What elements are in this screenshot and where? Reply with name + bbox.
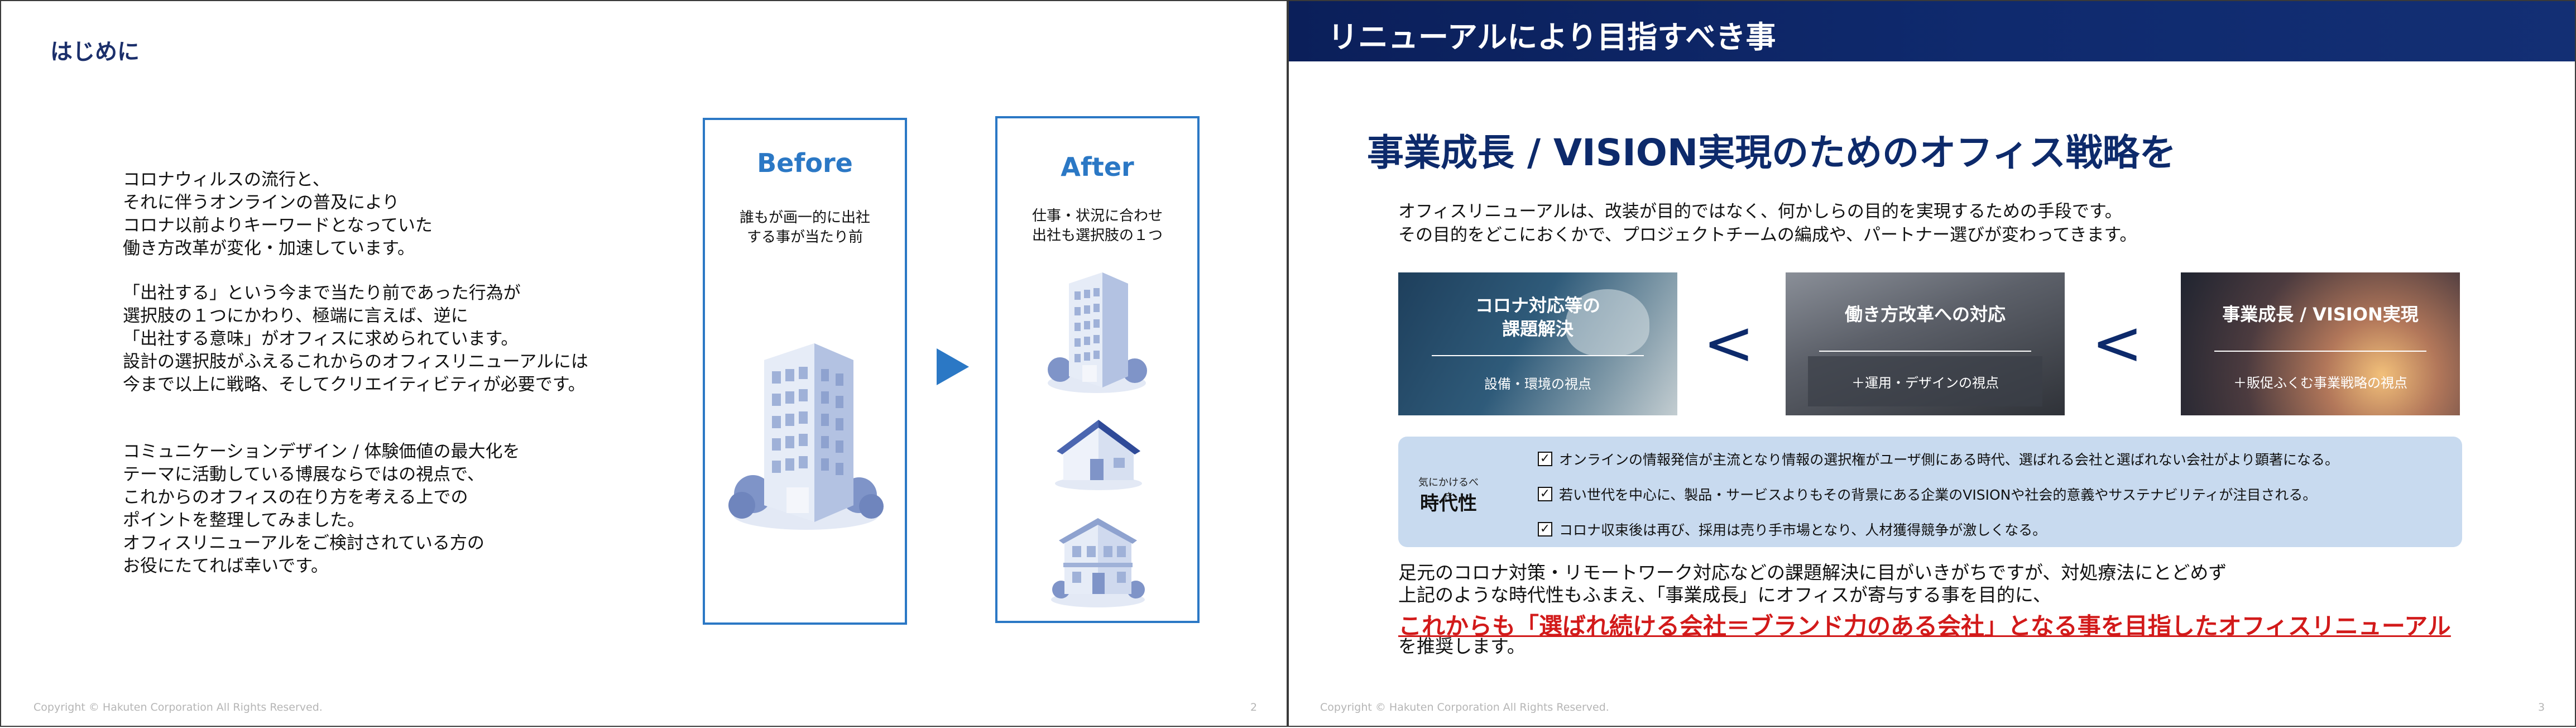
trend-item-text: オンラインの情報発信が主流となり情報の選択権がユーザ側にある時代、選ばれる会社と…	[1559, 452, 2339, 468]
card-title: 事業成長 / VISION実現	[2222, 304, 2419, 325]
after-panel: After 仕事・状況に合わせ 出社も選択肢の１つ	[995, 116, 1200, 623]
intro-paragraph-3: コミュニケーションデザイン / 体験価値の最大化を テーマに活動している博展なら…	[123, 442, 520, 576]
office-workers-photo-icon	[1808, 356, 2042, 406]
page-number: 2	[1250, 701, 1258, 713]
trend-item: ✓ 若い世代を中心に、製品・サービスよりもその背景にある企業のVISIONや社会…	[1538, 484, 2316, 504]
emphasis-statement: これからも「選ばれ続ける会社＝ブランド力のある会社」となる事を目指したオフィスリ…	[1398, 612, 2451, 640]
less-than-symbol-2: <	[2091, 307, 2143, 379]
card-work-style: 働き方改革への対応 ＋運用・デザインの視点	[1786, 272, 2065, 415]
trend-item: ✓ オンラインの情報発信が主流となり情報の選択権がユーザ側にある時代、選ばれる会…	[1538, 449, 2339, 469]
conclusion-line-2: 上記のような時代性もふまえ、「事業成長」にオフィスが寄与する事を目的に、	[1398, 584, 2051, 606]
card-subtitle: 設備・環境の視点	[1484, 376, 1591, 392]
card-title: コロナ対応等の 課題解決	[1475, 295, 1600, 339]
main-heading: 事業成長 / VISION実現のためのオフィス戦略を	[1367, 131, 2176, 174]
slide-renewal-goals: リニューアルにより目指すべき事 事業成長 / VISION実現のためのオフィス戦…	[1288, 0, 2576, 727]
after-subtitle: 仕事・状況に合わせ 出社も選択肢の１つ	[1032, 208, 1163, 244]
less-than-symbol-1: <	[1703, 307, 1755, 379]
card-business-growth: 事業成長 / VISION実現 ＋販促ふくむ事業戦略の視点	[2181, 272, 2460, 415]
card-divider	[1819, 351, 2031, 352]
card-divider	[1432, 355, 1644, 356]
trend-item: ✓ コロナ収束後は再び、採用は売り手市場となり、人材獲得競争が激しくなる。	[1538, 519, 2046, 539]
house-icon	[1051, 414, 1146, 495]
checkbox-checked-icon: ✓	[1538, 522, 1552, 537]
intro-paragraph-1: コロナウィルスの流行と、 それに伴うオンラインの普及により コロナ以前よりキーワ…	[123, 170, 433, 258]
copyright-footer: Copyright © Hakuten Corporation All Righ…	[33, 701, 323, 713]
before-subtitle: 誰もが画一的に出社 する事が当たり前	[739, 209, 870, 246]
card-subtitle: ＋販促ふくむ事業戦略の視点	[2233, 375, 2407, 391]
slide-intro: はじめに コロナウィルスの流行と、 それに伴うオンラインの普及により コロナ以前…	[0, 0, 1288, 727]
page-number: 3	[2538, 701, 2545, 713]
intro-text: オフィスリニューアルは、改装が目的ではなく、何かしらの目的を実現するための手段で…	[1398, 202, 2137, 245]
before-panel: Before 誰もが画一的に出社 する事が当たり前	[703, 118, 907, 625]
before-heading: Before	[757, 148, 853, 178]
copyright-footer: Copyright © Hakuten Corporation All Righ…	[1320, 701, 1609, 713]
office-building-icon	[1041, 269, 1153, 400]
closing-line: を推奨します。	[1398, 635, 1526, 657]
conclusion-line-1: 足元のコロナ対策・リモートワーク対応などの課題解決に目がいきがちですが、対処療法…	[1398, 562, 2227, 583]
header-band: リニューアルにより目指すべき事	[1289, 1, 2575, 61]
after-heading: After	[1061, 152, 1134, 182]
checkbox-checked-icon: ✓	[1538, 487, 1552, 501]
card-subtitle: ＋運用・デザインの視点	[1851, 375, 1999, 391]
trend-box: 気にかけるべき 時代性 ✓ オンラインの情報発信が主流となり情報の選択権がユーザ…	[1398, 437, 2462, 547]
office-building-icon	[725, 338, 887, 541]
play-triangle-icon	[937, 348, 970, 387]
card-covid-response: コロナ対応等の 課題解決 設備・環境の視点	[1398, 272, 1677, 415]
trend-label: 時代性	[1420, 492, 1477, 515]
face-mask-photo-icon	[1566, 289, 1649, 356]
slide-title: はじめに	[50, 39, 140, 65]
trend-item-text: コロナ収束後は再び、採用は売り手市場となり、人材獲得競争が激しくなる。	[1559, 522, 2047, 538]
trend-item-text: 若い世代を中心に、製品・サービスよりもその背景にある企業のVISIONや社会的意…	[1559, 487, 2317, 503]
slide-title: リニューアルにより目指すべき事	[1328, 20, 1776, 55]
card-divider	[2214, 351, 2426, 352]
card-title: 働き方改革への対応	[1844, 304, 2006, 325]
checkbox-checked-icon: ✓	[1538, 452, 1552, 466]
intro-paragraph-2: 「出社する」という今まで当たり前であった行為が 選択肢の１つにかわり、極端に言え…	[123, 283, 588, 395]
trend-caption: 気にかけるべき	[1418, 477, 1479, 503]
residence-icon	[1048, 516, 1148, 613]
